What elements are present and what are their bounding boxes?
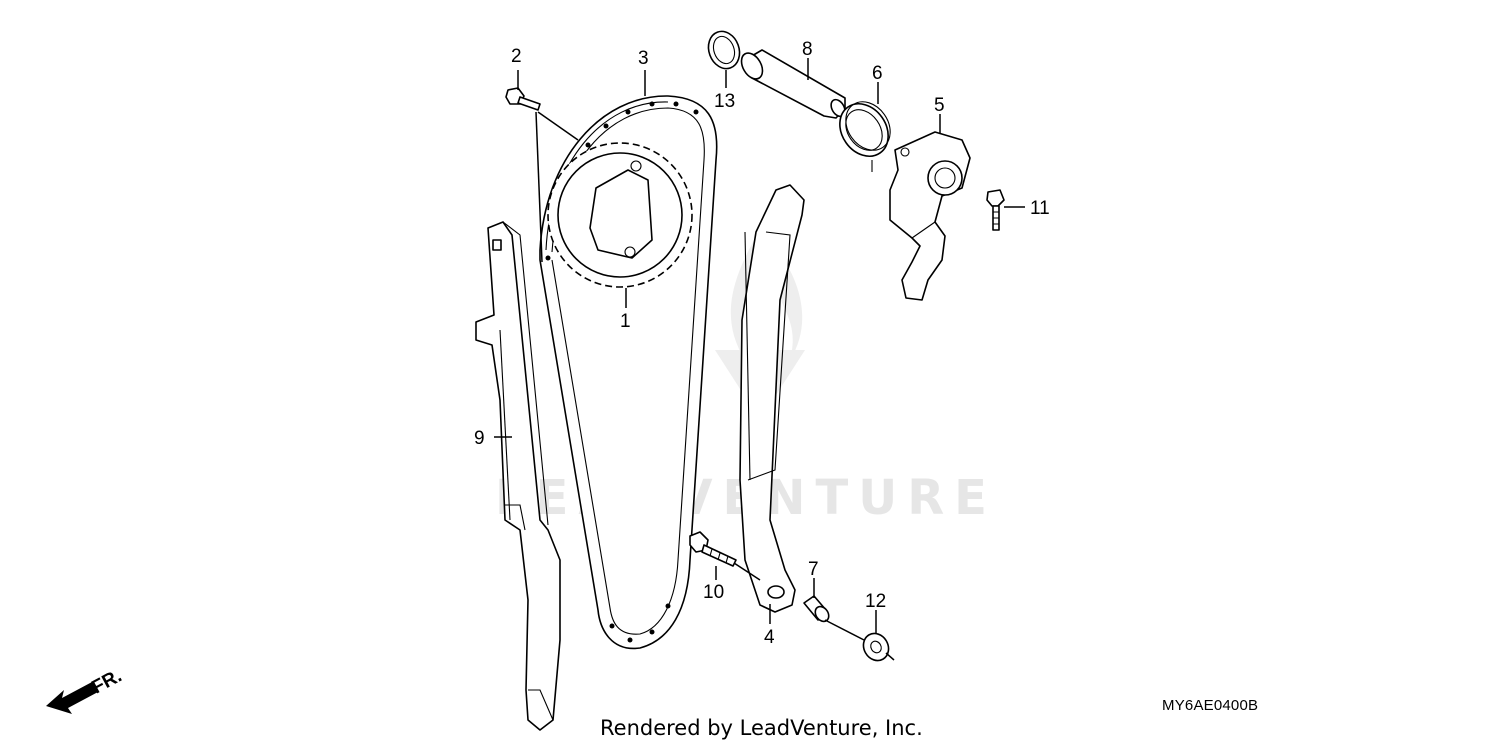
o-ring [707,30,741,70]
callout-12: 12 [865,591,886,612]
tensioner-arm [739,184,805,613]
callout-2: 2 [511,46,522,67]
callout-1: 1 [620,311,631,332]
callout-6: 6 [872,63,883,84]
collar [803,595,830,623]
callout-7: 7 [808,559,819,580]
callout-3: 3 [638,48,649,69]
bolt-2 [505,87,541,111]
callout-5: 5 [934,95,945,116]
cam-sprocket [547,142,693,288]
bolt-10 [689,531,737,567]
tensioner-lifter [889,131,971,301]
callout-8: 8 [802,39,813,60]
callout-4: 4 [764,627,775,648]
footer-credit: Rendered by LeadVenture, Inc. [600,716,923,740]
callout-11: 11 [1030,198,1050,219]
callout-13: 13 [714,91,735,112]
diagram-code: MY6AE0400B [1162,697,1259,714]
callout-10: 10 [703,582,724,603]
bolt-11 [986,189,1005,231]
front-direction-arrow: FR. [46,666,125,714]
washer [862,632,890,662]
callout-9: 9 [474,428,485,449]
callout-numbers: 1 2 3 4 5 6 7 8 9 10 11 12 13 [474,39,1050,648]
chain-guide-left [475,221,561,731]
pivot-pin [740,49,846,119]
leader-lines [494,58,1025,661]
spring [839,101,891,172]
